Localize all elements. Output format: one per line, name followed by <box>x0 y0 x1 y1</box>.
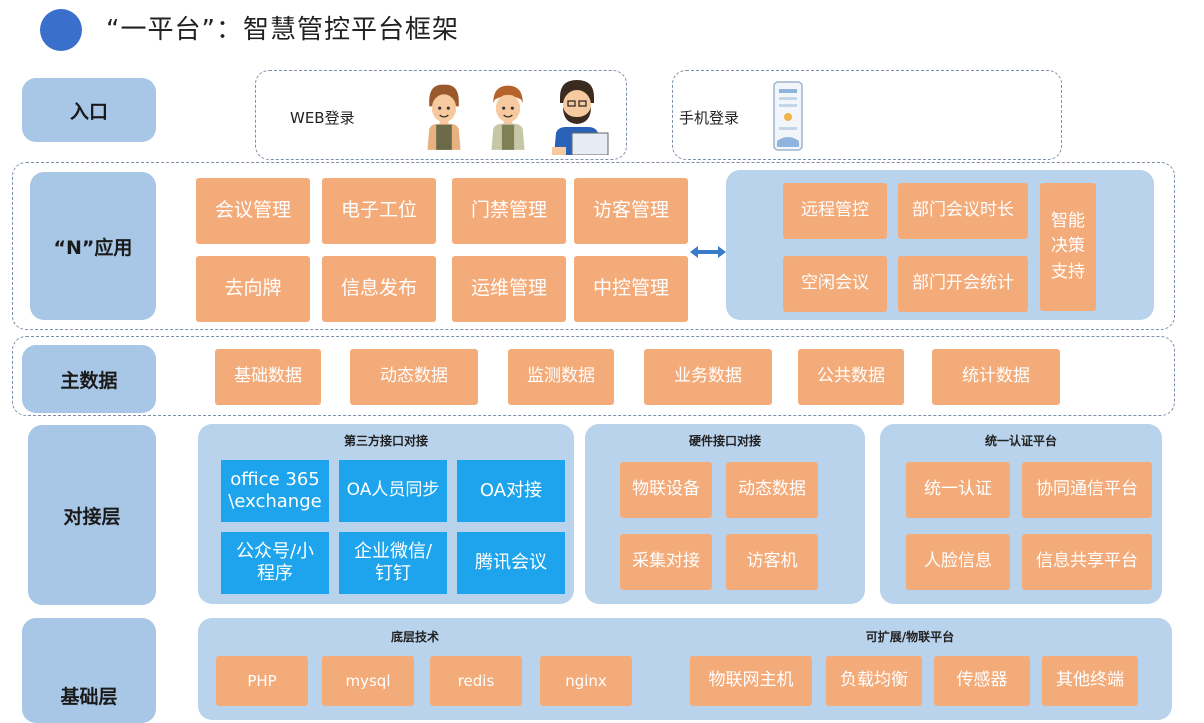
user-laptop-icon <box>552 80 609 155</box>
base-iot-title: 可扩展/物联平台 <box>865 630 955 644</box>
tech-nginx[interactable]: nginx <box>540 656 632 706</box>
api-office365-exchange[interactable]: office 365 \exchange <box>221 460 329 522</box>
iot-sensor[interactable]: 传感器 <box>934 656 1030 706</box>
auth-info-sharing-platform[interactable]: 信息共享平台 <box>1022 534 1152 590</box>
page-title: “一平台”：智慧管控平台框架 <box>106 15 459 45</box>
layer-label-apps: “N”应用 <box>30 172 156 320</box>
double-arrow-icon <box>690 246 726 258</box>
hardware-title: 硬件接口对接 <box>688 434 761 448</box>
app-decision-support[interactable]: 智能决策支持 <box>1040 183 1096 311</box>
tech-mysql[interactable]: mysql <box>322 656 414 706</box>
third-party-title: 第三方接口对接 <box>343 434 428 448</box>
app-whereabouts-board[interactable]: 去向牌 <box>196 256 310 322</box>
api-oa-user-sync[interactable]: OA人员同步 <box>339 460 447 522</box>
user-avatar-icon <box>491 85 525 150</box>
tech-php[interactable]: PHP <box>216 656 308 706</box>
user-avatar-icon <box>427 84 461 150</box>
auth-face-info[interactable]: 人脸信息 <box>906 534 1010 590</box>
hw-visitor-kiosk[interactable]: 访客机 <box>726 534 818 590</box>
master-public-data[interactable]: 公共数据 <box>798 349 904 405</box>
app-visitor-management[interactable]: 访客管理 <box>574 178 688 244</box>
app-access-control[interactable]: 门禁管理 <box>452 178 566 244</box>
auth-unified-auth[interactable]: 统一认证 <box>906 462 1010 518</box>
app-remote-control[interactable]: 远程管控 <box>783 183 887 239</box>
app-info-publishing[interactable]: 信息发布 <box>322 256 436 322</box>
web-login-label: WEB登录 <box>290 109 355 127</box>
iot-other-terminals[interactable]: 其他终端 <box>1042 656 1138 706</box>
mobile-login-panel: 手机登录 <box>672 70 1062 160</box>
app-dept-meeting-duration[interactable]: 部门会议时长 <box>898 183 1028 239</box>
apps-layer-frame <box>12 162 1175 330</box>
tech-redis[interactable]: redis <box>430 656 522 706</box>
hw-dynamic-data[interactable]: 动态数据 <box>726 462 818 518</box>
app-e-workstation[interactable]: 电子工位 <box>322 178 436 244</box>
app-ops-management[interactable]: 运维管理 <box>452 256 566 322</box>
api-wecom-dingtalk[interactable]: 企业微信/钉钉 <box>339 532 447 594</box>
mobile-phone-icon <box>773 81 803 151</box>
master-statistics-data[interactable]: 统计数据 <box>932 349 1060 405</box>
iot-load-balancing[interactable]: 负载均衡 <box>826 656 922 706</box>
mobile-login-label: 手机登录 <box>679 109 740 127</box>
hw-collection-integration[interactable]: 采集对接 <box>620 534 712 590</box>
master-data-frame <box>12 336 1175 416</box>
auth-title: 统一认证平台 <box>984 434 1057 448</box>
web-login-panel: WEB登录 <box>255 70 627 160</box>
app-idle-meeting[interactable]: 空闲会议 <box>783 256 887 312</box>
master-monitoring-data[interactable]: 监测数据 <box>508 349 614 405</box>
app-dept-meeting-stats[interactable]: 部门开会统计 <box>898 256 1028 312</box>
layer-label-integration: 对接层 <box>28 425 156 605</box>
auth-collab-comm-platform[interactable]: 协同通信平台 <box>1022 462 1152 518</box>
master-basic-data[interactable]: 基础数据 <box>215 349 321 405</box>
api-wechat-miniprogram[interactable]: 公众号/小程序 <box>221 532 329 594</box>
iot-host[interactable]: 物联网主机 <box>690 656 812 706</box>
layer-label-master: 主数据 <box>22 345 156 413</box>
layer-label-base: 基础层 <box>22 618 156 723</box>
master-dynamic-data[interactable]: 动态数据 <box>350 349 478 405</box>
base-tech-title: 底层技术 <box>390 630 439 644</box>
master-business-data[interactable]: 业务数据 <box>644 349 772 405</box>
hw-iot-devices[interactable]: 物联设备 <box>620 462 712 518</box>
app-meeting-management[interactable]: 会议管理 <box>196 178 310 244</box>
title-dot <box>40 9 82 51</box>
app-central-control[interactable]: 中控管理 <box>574 256 688 322</box>
api-oa-integration[interactable]: OA对接 <box>457 460 565 522</box>
layer-label-entry: 入口 <box>22 78 156 142</box>
api-tencent-meeting[interactable]: 腾讯会议 <box>457 532 565 594</box>
